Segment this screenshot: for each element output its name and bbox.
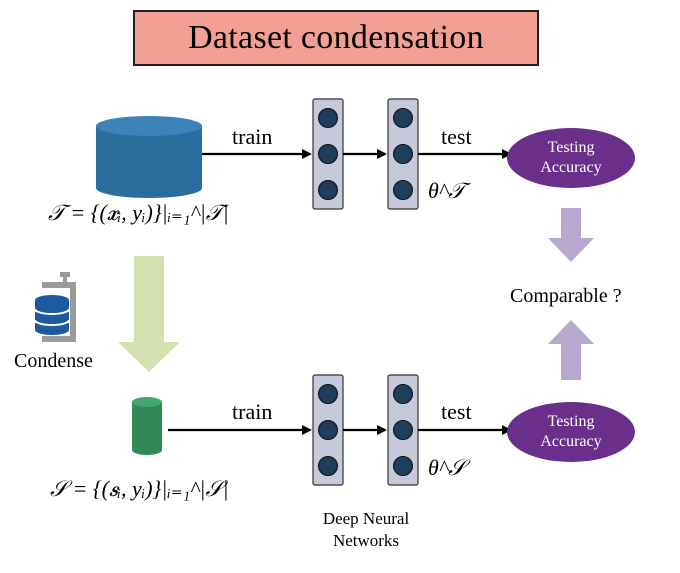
condense-label: Condense [14,350,93,372]
network-caption-line2: Networks [332,531,400,550]
neuron [318,180,338,200]
top-accuracy-line2: Accuracy [540,159,602,176]
top-train-label: train [232,124,273,149]
neuron [393,420,413,440]
neuron [393,144,413,164]
compare-down-arrow [548,208,594,262]
top-test-label: test [441,124,472,149]
comparable-label: Comparable ? [510,285,622,307]
condense-arrow [118,256,180,372]
bottom-accuracy-line1: Testing [547,413,595,430]
top-network [312,98,419,210]
neuron [393,180,413,200]
original-dataset-cylinder [96,116,202,198]
top-accuracy-line1: Testing [547,139,595,156]
neuron [393,108,413,128]
original-dataset-formula: 𝒯 = {(𝒙ᵢ, yᵢ)}|ᵢ₌₁^|𝒯| [48,200,229,225]
compare-up-arrow [548,320,594,380]
neuron [318,384,338,404]
diagram-title: Dataset condensation [133,10,539,66]
top-accuracy-text: Testing Accuracy [511,138,631,178]
neuron [318,420,338,440]
neuron [318,144,338,164]
bottom-network [312,374,419,486]
neuron [393,384,413,404]
bottom-train-label: train [232,399,273,424]
bottom-accuracy-line2: Accuracy [540,433,602,450]
bottom-accuracy-text: Testing Accuracy [511,412,631,452]
network-caption-line1: Deep Neural [322,509,410,528]
top-accuracy-ellipse [507,128,635,188]
network-caption: Deep Neural Networks [296,508,436,552]
top-params-label: θ^𝒯 [428,178,465,203]
condense-database-icon [34,272,76,342]
bottom-accuracy-ellipse [507,402,635,462]
bottom-params-label: θ^𝒮 [428,455,466,480]
neuron [318,456,338,476]
neuron [318,108,338,128]
neuron [393,456,413,476]
synthetic-dataset-formula: 𝒮 = {(𝒔ᵢ, yᵢ)}|ᵢ₌₁^|𝒮| [50,476,229,501]
bottom-test-label: test [441,399,472,424]
synthetic-dataset-cylinder [132,397,162,455]
